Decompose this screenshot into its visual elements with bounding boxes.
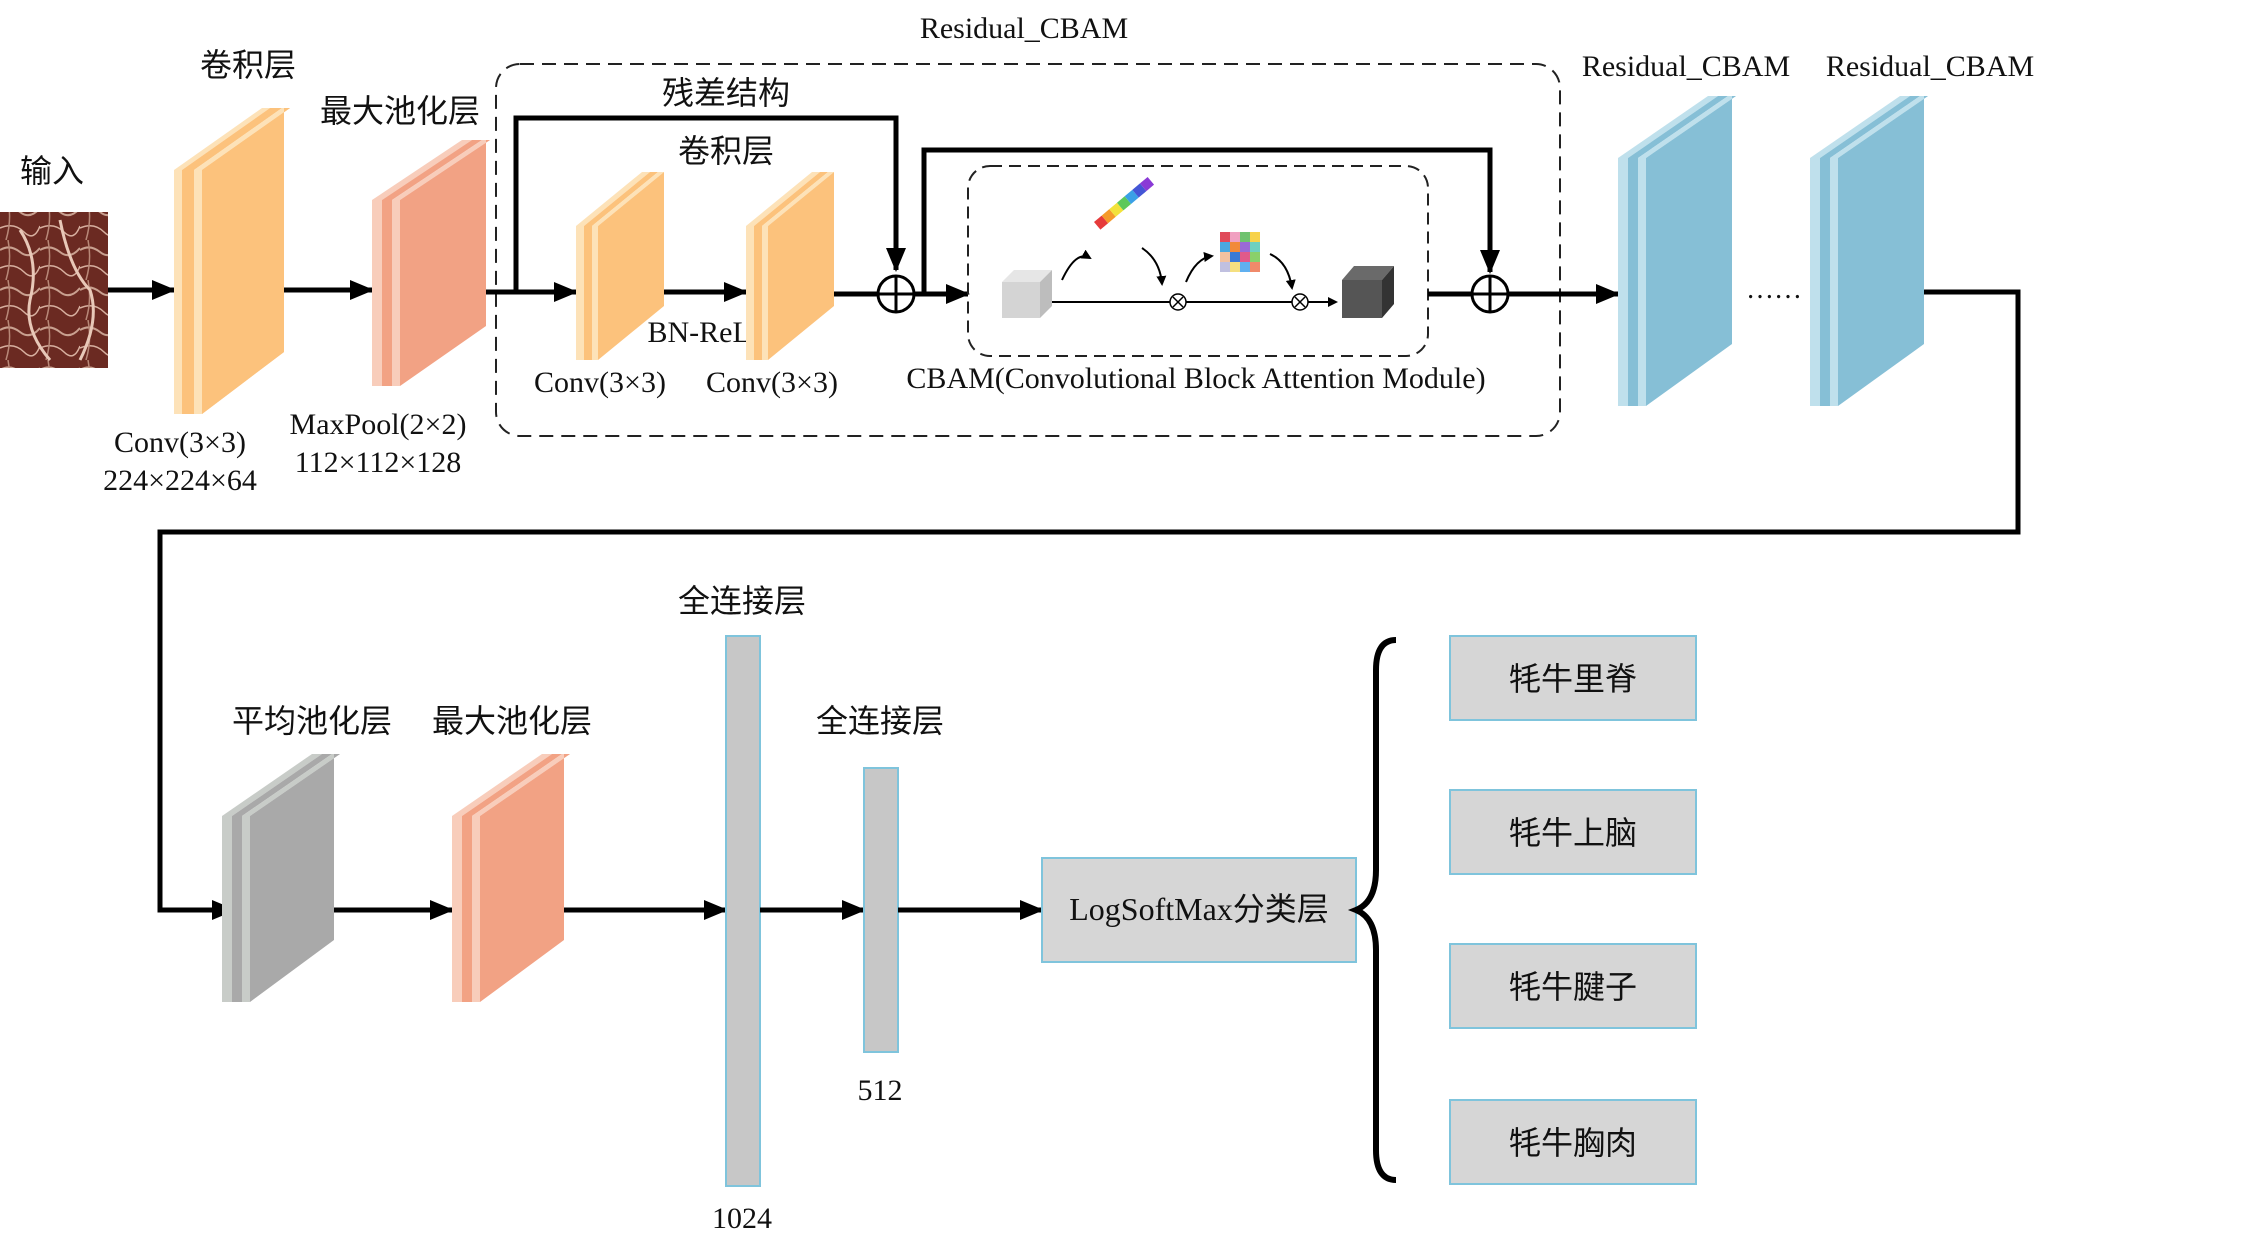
residual-conv2-block <box>746 172 834 360</box>
cbam-curve-2 <box>1141 247 1167 286</box>
avgpool-title: 平均池化层 <box>232 703 392 739</box>
cbam-frame <box>967 165 1429 357</box>
ellipsis: …… <box>1746 274 1802 305</box>
residual-cbam-2-block <box>1618 96 1736 406</box>
residual-cbam-2-title: Residual_CBAM <box>1582 50 1790 83</box>
cbam-curve-1 <box>1061 249 1092 281</box>
fc2-size: 512 <box>858 1074 903 1107</box>
cbam-input-cube <box>1002 270 1052 318</box>
residual-conv-title: 卷积层 <box>678 133 774 169</box>
classifier-label: LogSoftMax分类层 <box>1069 891 1329 927</box>
residual-cbam-3-title: Residual_CBAM <box>1826 50 2034 83</box>
output-brace <box>1347 637 1397 1183</box>
classifier-box <box>1041 857 1357 963</box>
maxpool-layer-block <box>372 140 490 386</box>
class-label-3: 牦牛腱子 <box>1509 969 1637 1005</box>
conv-layer-line1: Conv(3×3) <box>114 426 246 459</box>
residual-skip-label: 残差结构 <box>662 75 790 111</box>
channel-attention-bar <box>1094 177 1155 230</box>
cbam-curve-4 <box>1269 253 1296 290</box>
class-label-2: 牦牛上脑 <box>1509 815 1637 851</box>
residual-block-frame <box>495 63 1561 437</box>
residual-sum-node-2 <box>1470 274 1510 314</box>
maxpool-layer-line1: MaxPool(2×2) <box>290 408 467 441</box>
residual-skip-line-2 <box>921 147 1500 294</box>
residual-conv1-label: Conv(3×3) <box>534 366 666 399</box>
fc2-bar <box>863 767 899 1053</box>
input-meat-image <box>0 212 108 368</box>
multiply-node-2 <box>1291 293 1309 311</box>
spatial-attention-grid <box>1220 232 1260 272</box>
bottom-maxpool-block <box>452 754 570 1002</box>
conv-layer-title: 卷积层 <box>200 47 296 83</box>
residual-conv2-label: Conv(3×3) <box>706 366 838 399</box>
residual-sum-node-1 <box>876 274 916 314</box>
conv-layer-line2: 224×224×64 <box>103 464 257 497</box>
bottom-maxpool-title: 最大池化层 <box>432 703 592 739</box>
class-box-3 <box>1449 943 1697 1029</box>
maxpool-layer-line2: 112×112×128 <box>295 446 462 479</box>
residual-conv1-block <box>576 172 664 360</box>
class-box-2 <box>1449 789 1697 875</box>
input-label: 输入 <box>20 153 84 189</box>
fc2-title: 全连接层 <box>816 703 944 739</box>
class-label-4: 牦牛胸肉 <box>1509 1125 1637 1161</box>
conv-layer-block <box>174 108 290 414</box>
avgpool-block <box>222 754 340 1002</box>
cbam-output-cube <box>1342 266 1394 318</box>
class-box-1 <box>1449 635 1697 721</box>
fc1-size: 1024 <box>712 1202 772 1232</box>
residual-block-title: Residual_CBAM <box>920 12 1128 45</box>
row-wrap-connector <box>157 289 2021 920</box>
residual-cbam-3-block <box>1810 96 1928 406</box>
fc1-title: 全连接层 <box>678 583 806 619</box>
residual-skip-line <box>513 115 906 292</box>
meat-marbling <box>18 219 95 361</box>
maxpool-layer-title: 最大池化层 <box>320 93 480 129</box>
multiply-node-1 <box>1169 293 1187 311</box>
cbam-label: CBAM(Convolutional Block Attention Modul… <box>906 362 1485 395</box>
class-box-4 <box>1449 1099 1697 1185</box>
class-label-1: 牦牛里脊 <box>1509 661 1637 697</box>
cbam-curve-3 <box>1185 252 1214 283</box>
fc1-bar <box>725 635 761 1187</box>
